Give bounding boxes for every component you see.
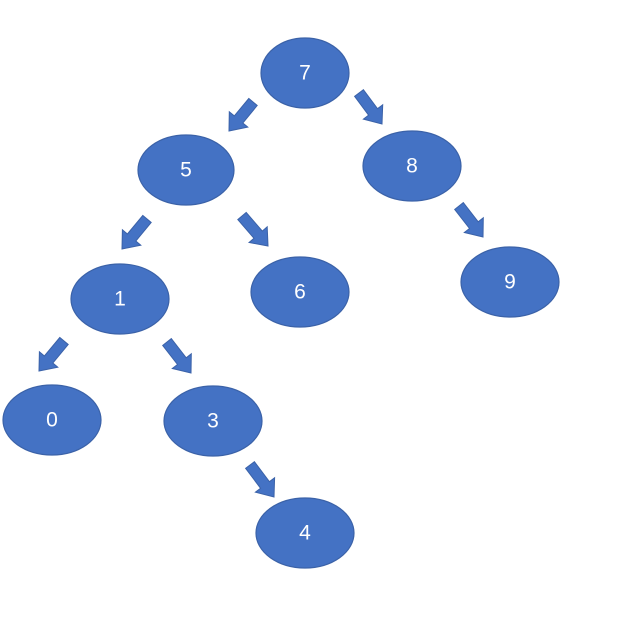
edge-arrow-5-to-1 — [121, 214, 152, 250]
node-ellipse — [70, 263, 170, 335]
edge-arrow-7-to-5 — [228, 97, 258, 132]
edge-arrow-1-to-0 — [38, 336, 69, 372]
edge-arrow-1-to-3 — [162, 337, 192, 374]
node-label: 0 — [46, 409, 58, 432]
node-ellipse — [2, 384, 102, 456]
tree-node-1: 1 — [70, 263, 170, 335]
node-ellipse — [362, 130, 462, 202]
tree-node-0: 0 — [2, 384, 102, 456]
node-label: 5 — [180, 159, 192, 182]
node-ellipse — [137, 134, 235, 206]
nodes-layer: 7 5 8 1 6 9 0 3 4 — [2, 37, 560, 569]
tree-node-7: 7 — [260, 37, 350, 109]
node-label: 7 — [299, 62, 311, 85]
tree-node-8: 8 — [362, 130, 462, 202]
node-label: 8 — [406, 155, 418, 178]
node-label: 6 — [294, 281, 306, 304]
node-label: 1 — [114, 288, 126, 311]
tree-node-5: 5 — [137, 134, 235, 206]
node-label: 9 — [504, 271, 516, 294]
node-ellipse — [163, 385, 263, 457]
node-ellipse — [250, 256, 350, 328]
edge-arrow-8-to-9 — [454, 201, 484, 238]
edge-arrow-3-to-4 — [244, 461, 276, 498]
node-ellipse — [260, 37, 350, 109]
node-label: 3 — [207, 410, 219, 433]
tree-node-6: 6 — [250, 256, 350, 328]
edge-arrow-7-to-8 — [353, 88, 384, 125]
tree-node-3: 3 — [163, 385, 263, 457]
node-ellipse — [255, 497, 355, 569]
edge-arrow-5-to-6 — [237, 211, 269, 247]
node-ellipse — [460, 246, 560, 318]
tree-node-9: 9 — [460, 246, 560, 318]
arrows-layer — [38, 88, 484, 498]
tree-node-4: 4 — [255, 497, 355, 569]
node-label: 4 — [299, 522, 311, 545]
